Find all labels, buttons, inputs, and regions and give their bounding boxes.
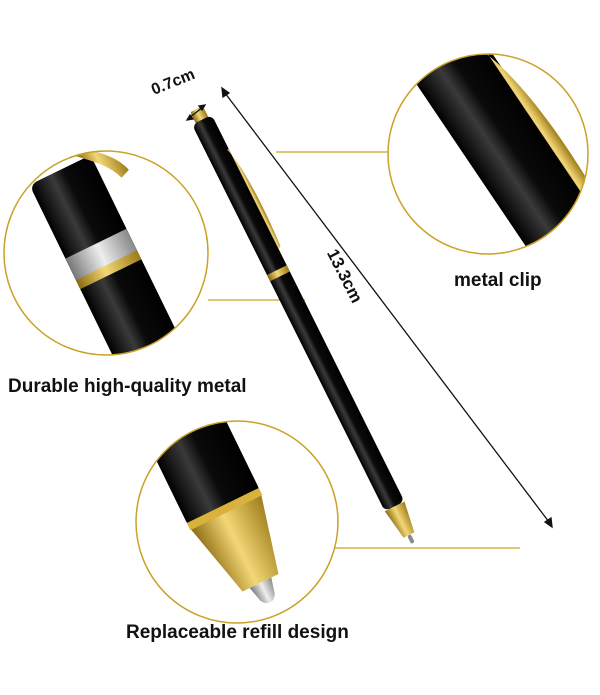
main-pen [190, 106, 415, 544]
label-metal-clip: metal clip [454, 270, 542, 291]
zoom-circle-clip [387, 53, 589, 255]
zoom-circle-body [3, 150, 209, 356]
label-durable-metal: Durable high-quality metal [8, 376, 247, 397]
dimension-diameter [185, 104, 207, 121]
dimension-length [221, 86, 553, 529]
zoom-circle-tip [135, 420, 339, 624]
label-refill-design: Replaceable refill design [126, 622, 349, 643]
